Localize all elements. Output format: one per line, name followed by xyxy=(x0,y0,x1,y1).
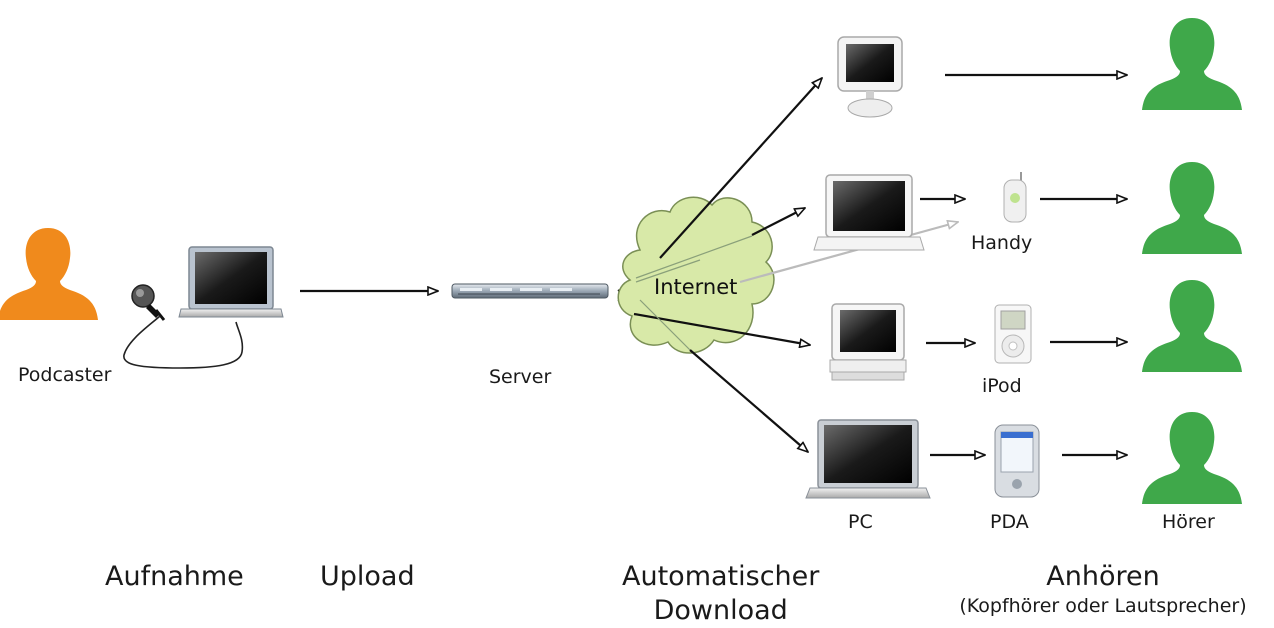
hoerer-label: Hörer xyxy=(1162,511,1215,533)
listener-1-person-icon xyxy=(1142,18,1242,110)
podcaster-person-icon xyxy=(0,228,98,320)
ibook-icon xyxy=(813,174,925,251)
pc-label: PC xyxy=(848,511,873,533)
stage-download-line1: Automatischer xyxy=(622,561,820,592)
ipod-icon xyxy=(994,304,1032,364)
stage-download-line2: Download xyxy=(653,595,788,626)
pda-label: PDA xyxy=(990,511,1029,533)
server-label: Server xyxy=(489,366,552,388)
cloud-inner-lines xyxy=(635,235,753,351)
stage-aufnahme: Aufnahme xyxy=(105,561,244,592)
pda-icon xyxy=(994,424,1040,498)
stage-anhoeren: Anhören (Kopfhörer oder Lautsprecher) xyxy=(940,560,1266,618)
powerbook-icon xyxy=(805,419,931,499)
listener-4-person-icon xyxy=(1142,412,1242,504)
stage-upload: Upload xyxy=(320,561,415,592)
listener-2-person-icon xyxy=(1142,162,1242,254)
mobile-phone-icon xyxy=(1003,172,1027,223)
download-arrows xyxy=(633,78,822,452)
listener-3-person-icon xyxy=(1142,280,1242,372)
imac-icon xyxy=(837,36,903,118)
microphone-icon xyxy=(123,284,244,369)
server-icon xyxy=(451,283,609,299)
ipod-label: iPod xyxy=(982,375,1022,397)
podcaster-laptop-icon xyxy=(178,246,284,318)
stage-anhoeren-subtitle: (Kopfhörer oder Lautsprecher) xyxy=(959,595,1247,617)
internet-cloud-icon xyxy=(617,196,775,354)
podcaster-label: Podcaster xyxy=(18,364,112,386)
internet-label: Internet xyxy=(654,275,738,299)
stage-download: Automatischer Download xyxy=(622,560,819,628)
handy-label: Handy xyxy=(971,232,1033,254)
emac-icon xyxy=(829,303,907,381)
handy-gray-arrow xyxy=(739,222,958,284)
stage-anhoeren-title: Anhören xyxy=(1046,561,1160,592)
